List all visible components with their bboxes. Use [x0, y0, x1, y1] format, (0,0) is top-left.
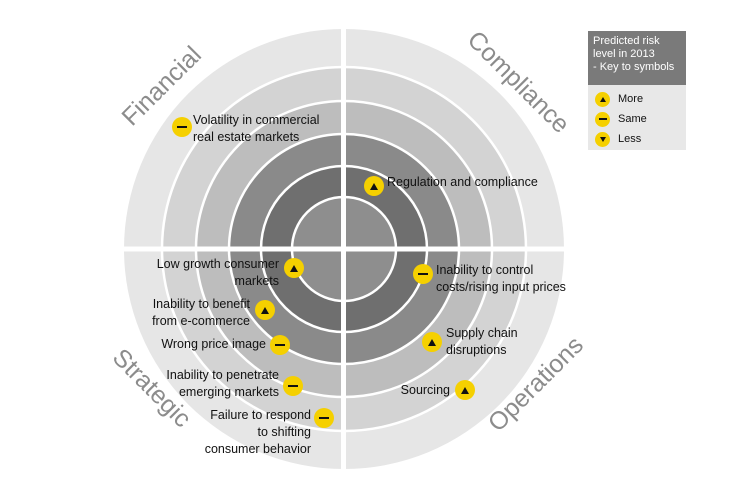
more-icon — [364, 176, 384, 196]
risk-label: Failure to respond to shifting consumer … — [204, 408, 311, 456]
same-icon — [270, 335, 290, 355]
key-label: Less — [618, 133, 642, 145]
risk-label: Wrong price image — [161, 337, 266, 351]
symbol-key: Predicted risk level in 2013 - Key to sy… — [588, 31, 686, 150]
same-icon — [283, 376, 303, 396]
key-title: Predicted risk level in 2013 - Key to sy… — [588, 31, 686, 85]
risk-label: Regulation and compliance — [387, 175, 538, 189]
key-label: More — [618, 93, 644, 105]
more-icon — [595, 91, 610, 107]
risk-label: Inability to control costs/rising input … — [436, 263, 566, 294]
risk-label: Sourcing — [400, 383, 450, 397]
key-label: Same — [618, 113, 647, 125]
less-icon — [595, 131, 610, 147]
more-icon — [255, 300, 275, 320]
risk-label: Inability to penetrate emerging markets — [166, 368, 279, 399]
key-item-more: More — [588, 89, 686, 109]
risk-label: Supply chain disruptions — [446, 326, 518, 357]
same-icon — [413, 264, 433, 284]
more-icon — [422, 332, 442, 352]
more-icon — [455, 380, 475, 400]
same-icon — [314, 408, 334, 428]
horizontal-divider — [122, 246, 566, 252]
risk-label: Volatility in commercial real estate mar… — [193, 113, 320, 144]
more-icon — [284, 258, 304, 278]
same-icon — [172, 117, 192, 137]
same-icon — [595, 111, 610, 127]
key-item-less: Less — [588, 129, 686, 149]
key-item-same: Same — [588, 109, 686, 129]
risk-label: Low growth consumer markets — [156, 257, 279, 288]
risk-label: Inability to benefit from e-commerce — [152, 297, 250, 328]
